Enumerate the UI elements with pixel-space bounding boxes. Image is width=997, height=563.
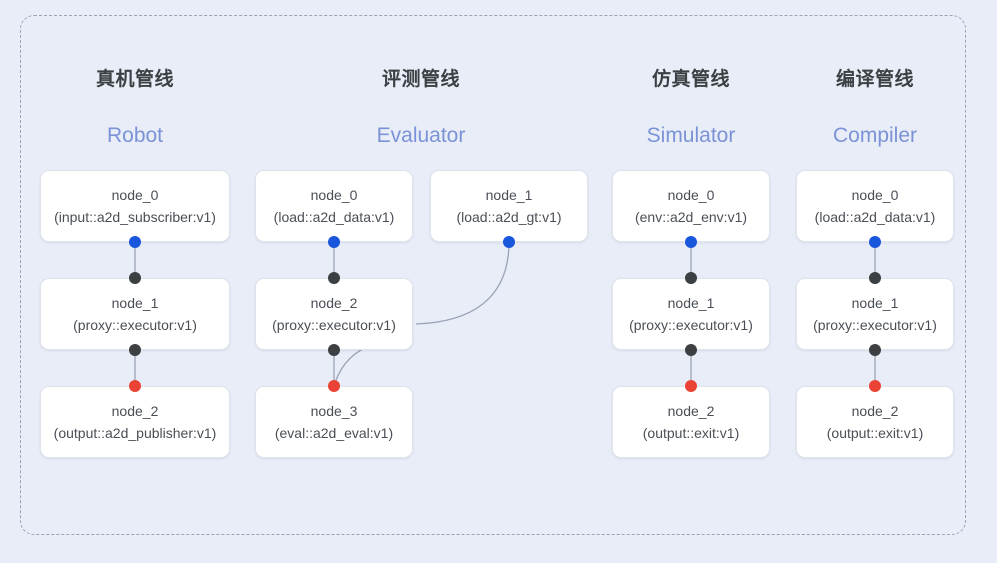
input-port-dot-black[interactable]	[129, 272, 141, 284]
node-type: (proxy::executor:v1)	[813, 317, 937, 333]
node-compiler-2[interactable]: node_2 (output::exit:v1)	[796, 386, 954, 458]
column-title-compiler: 编译管线	[835, 69, 914, 90]
node-evaluator-3[interactable]: node_3 (eval::a2d_eval:v1)	[255, 386, 413, 458]
node-compiler-0[interactable]: node_0 (load::a2d_data:v1)	[796, 170, 954, 242]
column-subtitle-robot: Robot	[106, 124, 164, 147]
node-type: (proxy::executor:v1)	[629, 317, 753, 333]
node-name: node_0	[851, 187, 899, 203]
node-name: node_0	[310, 187, 358, 203]
node-type: (output::exit:v1)	[642, 425, 740, 441]
node-simulator-0[interactable]: node_0 (env::a2d_env:v1)	[612, 170, 770, 242]
output-port-dot-black[interactable]	[129, 344, 141, 356]
node-type: (proxy::executor:v1)	[272, 317, 396, 333]
column-title-robot: 真机管线	[95, 69, 174, 90]
node-robot-0[interactable]: node_0 (input::a2d_subscriber:v1)	[40, 170, 230, 242]
output-port-dot-blue[interactable]	[129, 236, 141, 248]
input-port-dot-red[interactable]	[685, 380, 697, 392]
node-evaluator-2[interactable]: node_2 (proxy::executor:v1)	[255, 278, 413, 350]
node-type: (proxy::executor:v1)	[73, 317, 197, 333]
node-type: (output::a2d_publisher:v1)	[53, 425, 217, 441]
input-port-dot-red[interactable]	[869, 380, 881, 392]
node-type: (load::a2d_data:v1)	[273, 209, 395, 225]
node-name: node_0	[667, 187, 715, 203]
node-name: node_2	[310, 295, 358, 311]
input-port-dot-red[interactable]	[129, 380, 141, 392]
column-subtitle-evaluator: Evaluator	[376, 124, 466, 147]
node-type: (eval::a2d_eval:v1)	[274, 425, 394, 441]
node-evaluator-1[interactable]: node_1 (load::a2d_gt:v1)	[430, 170, 588, 242]
node-name: node_1	[485, 187, 533, 203]
output-port-dot-black[interactable]	[685, 344, 697, 356]
node-name: node_3	[310, 403, 358, 419]
output-port-dot-black[interactable]	[869, 344, 881, 356]
output-port-dot-blue[interactable]	[503, 236, 515, 248]
node-robot-2[interactable]: node_2 (output::a2d_publisher:v1)	[40, 386, 230, 458]
node-type: (env::a2d_env:v1)	[634, 209, 748, 225]
node-evaluator-0[interactable]: node_0 (load::a2d_data:v1)	[255, 170, 413, 242]
output-port-dot-blue[interactable]	[869, 236, 881, 248]
node-name: node_2	[667, 403, 715, 419]
node-name: node_1	[667, 295, 715, 311]
output-port-dot-blue[interactable]	[685, 236, 697, 248]
node-type: (load::a2d_data:v1)	[814, 209, 936, 225]
node-type: (output::exit:v1)	[826, 425, 924, 441]
input-port-dot-black[interactable]	[869, 272, 881, 284]
node-simulator-1[interactable]: node_1 (proxy::executor:v1)	[612, 278, 770, 350]
node-name: node_1	[111, 295, 159, 311]
node-robot-1[interactable]: node_1 (proxy::executor:v1)	[40, 278, 230, 350]
input-port-dot-black[interactable]	[685, 272, 697, 284]
node-type: (load::a2d_gt:v1)	[456, 209, 562, 225]
node-simulator-2[interactable]: node_2 (output::exit:v1)	[612, 386, 770, 458]
output-port-dot-black[interactable]	[328, 344, 340, 356]
node-compiler-1[interactable]: node_1 (proxy::executor:v1)	[796, 278, 954, 350]
input-port-dot-black[interactable]	[328, 272, 340, 284]
node-name: node_2	[111, 403, 159, 419]
column-title-evaluator: 评测管线	[381, 69, 460, 90]
node-name: node_2	[851, 403, 899, 419]
output-port-dot-blue[interactable]	[328, 236, 340, 248]
column-title-simulator: 仿真管线	[651, 69, 730, 90]
node-type: (input::a2d_subscriber:v1)	[54, 209, 216, 225]
diagram-dashed-frame	[20, 15, 966, 535]
input-port-dot-red[interactable]	[328, 380, 340, 392]
column-subtitle-compiler: Compiler	[832, 124, 918, 147]
column-subtitle-simulator: Simulator	[646, 124, 736, 147]
node-name: node_0	[111, 187, 159, 203]
node-name: node_1	[851, 295, 899, 311]
